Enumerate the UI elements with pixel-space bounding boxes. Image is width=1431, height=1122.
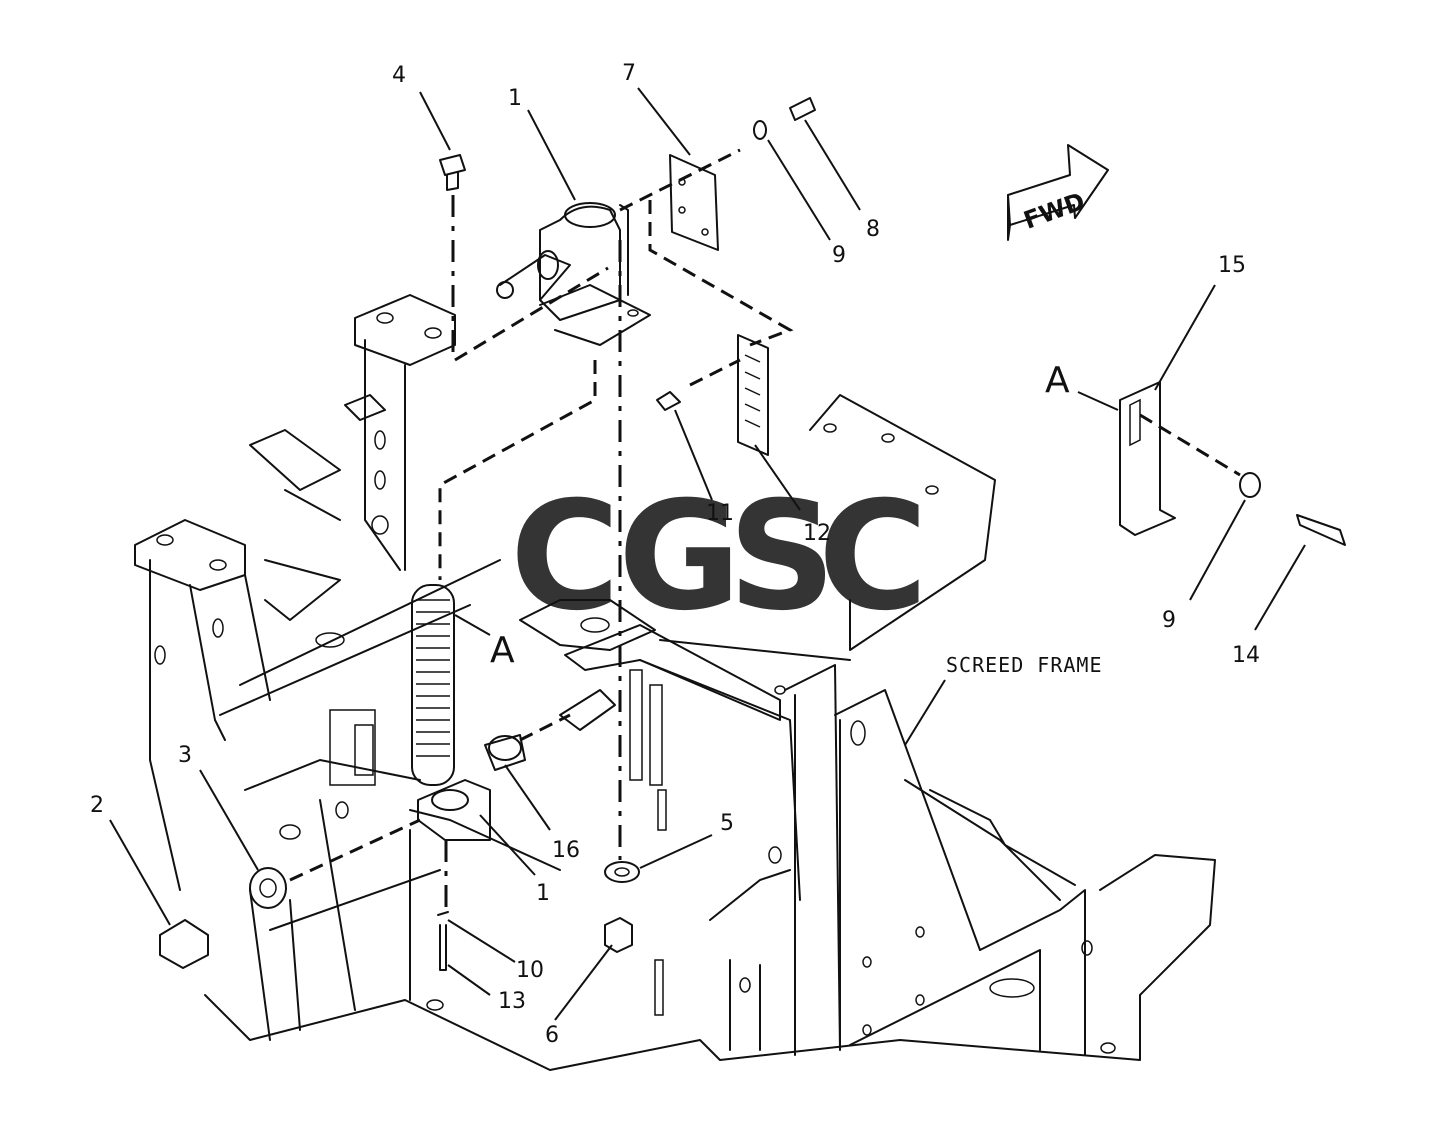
watermark-letter-2: G	[618, 470, 741, 644]
callout-10: 10	[516, 958, 544, 983]
callout-1-bottom: 1	[536, 881, 550, 906]
callout-14: 14	[1232, 643, 1260, 668]
callout-2: 2	[90, 793, 104, 818]
callout-9-right: 9	[1162, 608, 1176, 633]
callout-1-top: 1	[508, 86, 522, 111]
callout-9-top: 9	[832, 243, 846, 268]
callout-4: 4	[392, 63, 406, 88]
watermark-letter-4: C	[818, 470, 928, 644]
callout-labels: 4 1 7 9 8 15 11 12 9 14 3 2 16 5 1 10 13…	[90, 61, 1260, 1048]
fwd-arrow: FWD	[1007, 144, 1109, 241]
callout-15: 15	[1218, 253, 1246, 278]
part-1-top-mount	[496, 202, 651, 346]
part-12-plate	[737, 334, 769, 456]
callout-11: 11	[706, 501, 734, 526]
screed-frame-drawing	[134, 294, 1216, 1071]
callout-7: 7	[622, 61, 636, 86]
view-marker-a-main: A	[490, 630, 515, 671]
callout-3: 3	[178, 743, 192, 768]
view-markers: A A	[490, 360, 1070, 671]
callout-6: 6	[545, 1023, 559, 1048]
watermark-letter-3: S	[728, 470, 836, 644]
part-15-clip	[1119, 381, 1176, 536]
assembly-centerlines	[289, 148, 1241, 910]
leader-lines	[109, 87, 1306, 1021]
part-16-spring	[411, 584, 616, 841]
part-7-bracket	[669, 154, 719, 251]
screed-frame-label: SCREED FRAME	[946, 653, 1103, 677]
cgsc-watermark: C G S C	[510, 470, 928, 644]
callout-13: 13	[498, 989, 526, 1014]
fasteners	[159, 97, 1346, 971]
callout-8: 8	[866, 217, 880, 242]
watermark-letter-1: C	[510, 470, 620, 644]
callout-12: 12	[803, 521, 831, 546]
view-marker-a-detail: A	[1045, 360, 1070, 401]
callout-5: 5	[720, 811, 734, 836]
callout-16: 16	[552, 838, 580, 863]
fwd-arrow-label: FWD	[1020, 187, 1089, 235]
